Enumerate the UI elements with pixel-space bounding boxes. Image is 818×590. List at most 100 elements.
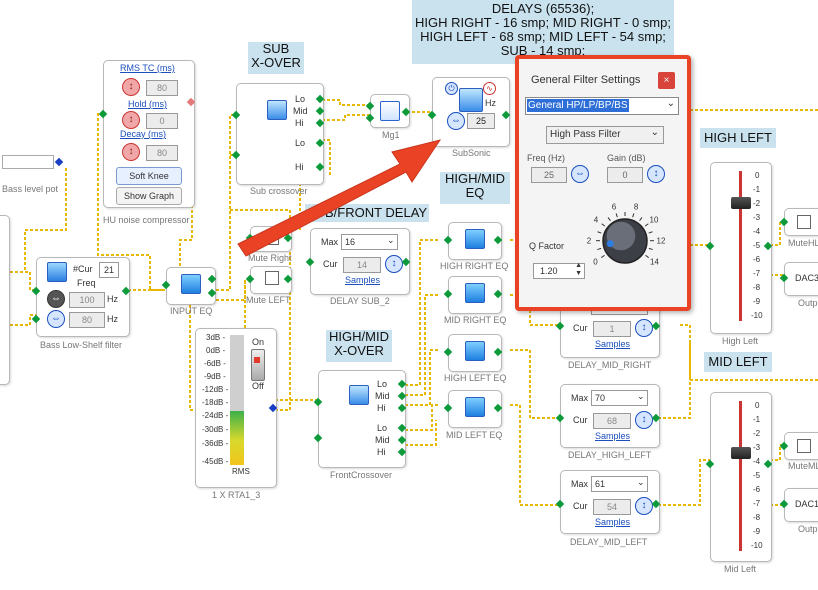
freq-field[interactable]: 25 (531, 167, 567, 183)
hold-label: Hold (ms) (128, 99, 168, 109)
fader-knob[interactable] (731, 447, 751, 459)
compressor-block[interactable]: RMS TC (ms) ↕ 80 Hold (ms) ↕ 0 Decay (ms… (98, 60, 196, 208)
max-select[interactable]: 70 (591, 390, 648, 406)
highpass-icon[interactable] (459, 88, 483, 112)
cur-field[interactable]: 1 (593, 321, 631, 337)
mute-left-checkbox[interactable] (265, 271, 279, 285)
fader-knob[interactable] (731, 197, 751, 209)
freq-knob-icon[interactable]: ⇔ (47, 290, 65, 308)
close-button[interactable]: × (658, 72, 675, 89)
chevron-down-icon[interactable]: ⌄ (637, 391, 645, 401)
samples-link[interactable]: Samples (595, 339, 631, 349)
freq-field[interactable]: 100 (69, 292, 105, 308)
crossover-icon[interactable] (267, 100, 287, 120)
chevron-down-icon[interactable]: ⌄ (666, 98, 675, 109)
delay-knob-icon[interactable]: ↕ (635, 411, 653, 429)
rms-tc-field[interactable]: 80 (146, 80, 178, 96)
spin-up-icon[interactable]: ▲ (575, 262, 582, 269)
freq2-field[interactable]: 80 (69, 312, 105, 328)
filter-type-select[interactable]: High Pass Filter ⌄ (546, 126, 664, 144)
hold-knob-icon[interactable]: ↕ (122, 111, 140, 129)
delay-knob-icon[interactable]: ↕ (635, 319, 653, 337)
wave-icon[interactable]: ∿ (483, 82, 496, 95)
gain-knob-icon[interactable]: ↕ (647, 165, 665, 183)
spin-down-icon[interactable]: ▼ (575, 270, 582, 277)
dac3-block[interactable]: DAC3 (779, 262, 818, 296)
filter-settings-dialog[interactable]: General Filter Settings × General HP/LP/… (515, 55, 691, 311)
filter-class-select[interactable]: General HP/LP/BP/BS ⌄ (525, 97, 679, 115)
subsonic-freq-field[interactable]: 25 (467, 113, 495, 129)
freq-knob-icon[interactable]: ⇔ (571, 165, 589, 183)
rms-tc-knob-icon[interactable]: ↕ (122, 78, 140, 96)
chevron-down-icon[interactable]: ⌄ (387, 235, 395, 245)
bass-level-pot-block[interactable] (0, 150, 64, 178)
chevron-down-icon[interactable]: ⌄ (637, 477, 645, 487)
sub-crossover-block[interactable]: Lo Mid Hi Lo Hi (231, 83, 325, 185)
sub-xover-label: SUB X-OVER (248, 42, 304, 74)
fader-high-left-block[interactable]: 0 -1 -2 -3 -4 -5 -6 -7 -8 -9 -10 (705, 162, 773, 334)
samples-link[interactable]: Samples (595, 431, 631, 441)
mute-hl-block[interactable] (779, 208, 818, 236)
input-eq-block[interactable] (161, 267, 217, 305)
cur-field[interactable]: 14 (343, 257, 381, 273)
delay-mid-left-block[interactable]: Max 61 ⌄ Cur 54 ↕ Samples (555, 470, 661, 534)
chevron-down-icon[interactable]: ⌄ (650, 127, 659, 138)
outp2-caption: Outp (798, 524, 818, 534)
cur-field[interactable]: 54 (593, 499, 631, 515)
decay-field[interactable]: 80 (146, 145, 178, 161)
samples-link[interactable]: Samples (595, 517, 631, 527)
delay-high-left-block[interactable]: Max 70 ⌄ Cur 68 ↕ Samples (555, 384, 661, 448)
cur-field[interactable]: 68 (593, 413, 631, 429)
cur-field[interactable]: 21 (99, 262, 119, 278)
rms-label: RMS (232, 467, 250, 476)
mute-hl-checkbox[interactable] (797, 215, 811, 229)
q-factor-spinner[interactable]: 1.20 ▲ ▼ (533, 262, 585, 279)
dial-tick-label: 6 (612, 203, 617, 212)
mid-left-eq-block[interactable] (443, 390, 503, 428)
max-select[interactable]: 16 (341, 234, 398, 250)
max-select[interactable]: 61 (591, 476, 648, 492)
power-icon[interactable]: ⏻ (445, 82, 458, 95)
mg1-block[interactable] (365, 94, 411, 128)
high-right-eq-block[interactable] (443, 222, 503, 260)
delays-line-1: DELAYS (65536); (491, 1, 595, 16)
fader-mid-left-block[interactable]: 0 -1 -2 -3 -4 -5 -6 -7 -8 -9 -10 (705, 392, 773, 562)
mute-ml-checkbox[interactable] (797, 439, 811, 453)
eq-icon[interactable] (465, 397, 485, 417)
mute-left-block[interactable] (245, 266, 293, 294)
dac1-block[interactable]: DAC1 (779, 488, 818, 522)
rta-meter-level (230, 411, 244, 465)
high-mid-eq-label: HIGH/MID EQ (440, 172, 510, 204)
fader-tick: -2 (753, 199, 761, 208)
subsonic-block[interactable]: ⏻ ∿ Hz ⇔ 25 (427, 77, 511, 147)
subsonic-caption: SubSonic (452, 148, 491, 158)
eq-icon[interactable] (465, 229, 485, 249)
bass-level-input[interactable] (2, 155, 54, 169)
freq2-knob-icon[interactable]: ⇔ (47, 310, 65, 328)
merge-icon[interactable] (380, 101, 400, 121)
mute-ml-block[interactable] (779, 432, 818, 460)
eq-icon[interactable] (465, 341, 485, 361)
shelf-filter-icon[interactable] (47, 262, 67, 282)
delay-knob-icon[interactable]: ↕ (635, 497, 653, 515)
mid-right-eq-block[interactable] (443, 276, 503, 314)
rta-block[interactable]: 3dB - 0dB - -6dB - -9dB - -12dB - -18dB … (195, 328, 278, 488)
delay-knob-icon[interactable]: ↕ (385, 255, 403, 273)
delay-sub-block[interactable]: Max 16 ⌄ Cur 14 ↕ Samples (305, 228, 411, 295)
fader-tick: -1 (753, 185, 761, 194)
subsonic-freq-knob-icon[interactable]: ⇔ (447, 112, 465, 130)
decay-knob-icon[interactable]: ↕ (122, 143, 140, 161)
samples-link[interactable]: Samples (345, 275, 381, 285)
gain-field[interactable]: 0 (607, 167, 643, 183)
eq-icon[interactable] (465, 283, 485, 303)
input-eq-icon[interactable] (181, 274, 201, 294)
crossover-icon[interactable] (349, 385, 369, 405)
bass-shelf-block[interactable]: #Cur 21 Freq ⇔ 100 Hz ⇔ 80 Hz (31, 257, 131, 337)
high-left-eq-block[interactable] (443, 334, 503, 372)
hold-field[interactable]: 0 (146, 113, 178, 129)
front-crossover-block[interactable]: Lo Mid Hi Lo Mid Hi (313, 370, 407, 468)
left-edge-block[interactable] (0, 215, 10, 385)
show-graph-button[interactable]: Show Graph (116, 187, 182, 205)
soft-knee-button[interactable]: Soft Knee (116, 167, 182, 185)
